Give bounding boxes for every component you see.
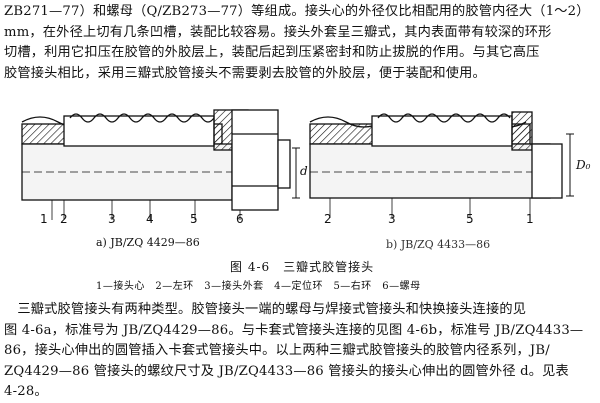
part-label: 1 <box>40 212 48 226</box>
text-line: 86，接头心伸出的圆管插入卡套式管接头中。以上两种三瓣式胶管接头的胶管内径系列，… <box>4 343 550 358</box>
part-label: 6 <box>236 212 244 226</box>
text-line: 胶管接头相比，采用三瓣式胶管接头不需要剥去胶管的外胶层，便于装配和使用。 <box>4 65 486 81</box>
part-label: 3 <box>108 212 116 226</box>
body-paragraph: 三瓣式胶管接头有两种类型。胶管接头一端的螺母与焊接式管接头和快换接头连接的见 图… <box>4 300 596 403</box>
intro-paragraph: ZB271—77）和螺母（Q/ZB273—77）等组成。接头心的外径仅比相配用的… <box>4 2 596 84</box>
part-label: 4 <box>146 212 154 226</box>
dimension-label: d <box>300 164 308 178</box>
text-line: 图 4-6a，标准号为 JB/ZQ4429—86。与卡套式管接头连接的见图 4-… <box>4 322 584 338</box>
part-label: 1 <box>526 212 534 226</box>
figure-legend: 1—接头心 2—左环 3—接头外套 4—定位环 5—右环 6—螺母 <box>96 281 421 292</box>
figure-title: 图 4-6 三瓣式胶管接头 <box>230 260 375 274</box>
text-line: mm，在外径上切有几条凹槽，装配比较容易。接头外套呈三瓣式，其内表面带有较深的环… <box>4 24 552 40</box>
subfigure-caption-a: a) JB/ZQ 4429—86 <box>96 236 200 249</box>
subfigure-caption-b: b) JB/ZQ 4433—86 <box>386 238 491 251</box>
part-label: 2 <box>60 212 68 226</box>
part-label: 5 <box>466 212 474 226</box>
figure-4-6: 1 2 3 4 5 6 d 2 3 5 1 D₀ a) JB/ZQ 4429—8… <box>0 88 600 292</box>
part-label: 3 <box>388 212 396 226</box>
text-line: 4-28。 <box>4 384 48 399</box>
text-line: ZB271—77）和螺母（Q/ZB273—77）等组成。接头心的外径仅比相配用的… <box>4 4 590 19</box>
part-label: 2 <box>324 212 332 226</box>
text-line: ZQ4429—86 管接头的螺纹尺寸及 JB/ZQ4433—86 管接头的接头心… <box>4 363 569 379</box>
dimension-label: D₀ <box>576 158 591 172</box>
part-label: 5 <box>190 212 198 226</box>
drawing-a <box>21 109 300 220</box>
hose-fitting-drawing <box>21 109 574 220</box>
text-line: 切槽，利用它扣压在胶管的外胶层上，装配后起到压紧密封和防止拔脱的作用。与其它高压 <box>4 45 540 60</box>
text-line: 三瓣式胶管接头有两种类型。胶管接头一端的螺母与焊接式管接头和快换接头连接的见 <box>4 302 527 317</box>
drawing-b <box>309 111 574 218</box>
